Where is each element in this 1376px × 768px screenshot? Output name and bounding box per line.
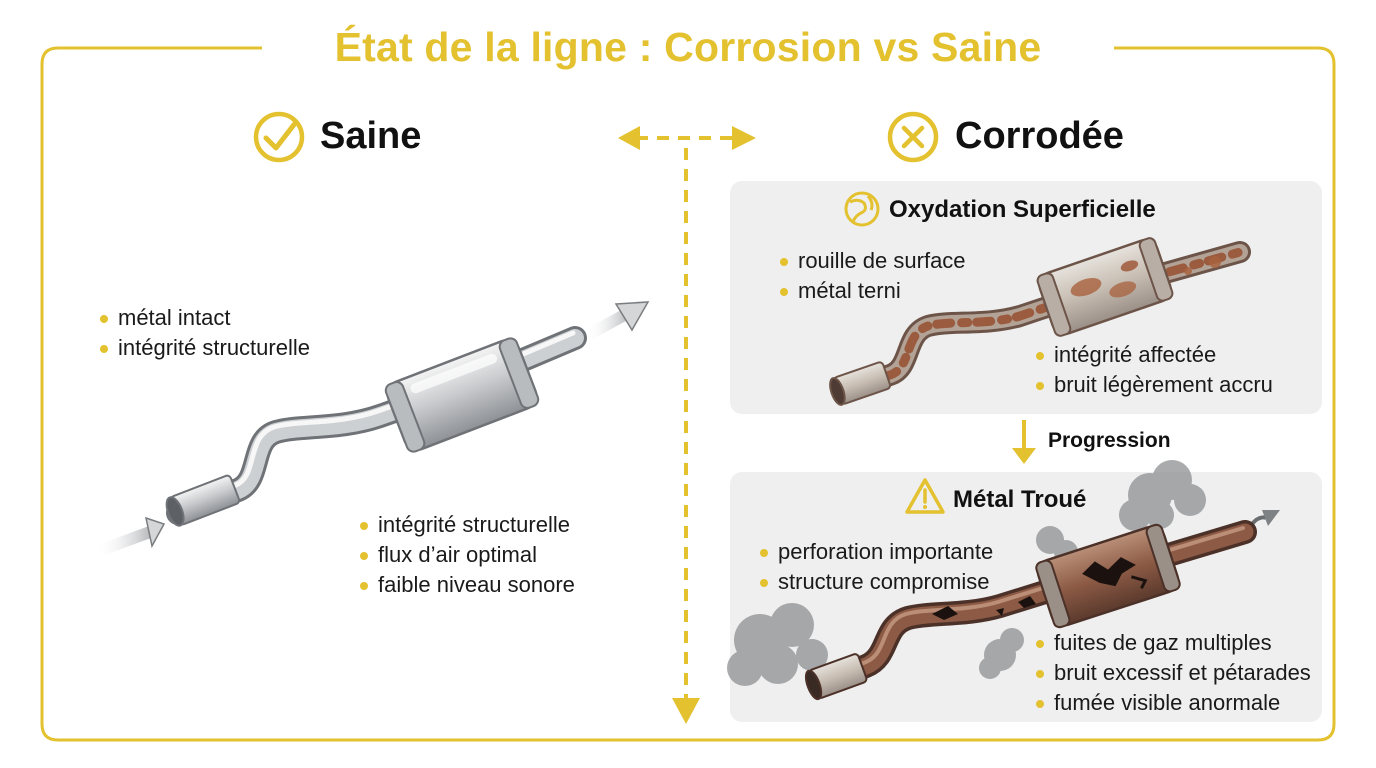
check-circle-icon: [253, 111, 305, 163]
holed-bullets-bottom: fuites de gaz multiples bruit excessif e…: [1034, 628, 1311, 718]
surface-oxidation-panel: [730, 181, 1322, 414]
holed-bullets-top: perforation importante structure comprom…: [758, 537, 993, 597]
corroded-heading: Corrodée: [955, 115, 1124, 157]
list-item: fuites de gaz multiples: [1034, 628, 1311, 658]
outer-frame: [40, 46, 1336, 742]
x-circle-icon: [887, 111, 939, 163]
list-item: structure compromise: [758, 567, 993, 597]
holed-exhaust-pipe: [727, 460, 1280, 701]
list-item: flux d’air optimal: [358, 540, 575, 570]
list-item: intégrité structurelle: [358, 510, 575, 540]
healthy-bullets-top: métal intact intégrité structurelle: [98, 303, 310, 363]
list-item: intégrité affectée: [1034, 340, 1273, 370]
healthy-heading: Saine: [320, 115, 422, 157]
list-item: perforation importante: [758, 537, 993, 567]
surface-bullets-top: rouille de surface métal terni: [778, 246, 966, 306]
list-item: bruit légèrement accru: [1034, 370, 1273, 400]
center-divider: [618, 126, 756, 724]
list-item: intégrité structurelle: [98, 333, 310, 363]
surface-bullets-bottom: intégrité affectée bruit légèrement accr…: [1034, 340, 1273, 400]
list-item: métal intact: [98, 303, 310, 333]
holed-heading: Métal Troué: [953, 486, 1087, 513]
surface-oxidized-exhaust-pipe: [829, 237, 1251, 406]
progression-arrow: [1012, 420, 1036, 464]
list-item: fumée visible anormale: [1034, 688, 1311, 718]
page-title: État de la ligne : Corrosion vs Saine: [334, 24, 1042, 70]
list-item: métal terni: [778, 276, 966, 306]
surface-heading: Oxydation Superficielle: [889, 196, 1156, 223]
warning-triangle-icon: [905, 478, 945, 514]
list-item: bruit excessif et pétarades: [1034, 658, 1311, 688]
list-item: faible niveau sonore: [358, 570, 575, 600]
rust-globe-icon: [844, 191, 880, 227]
progression-label: Progression: [1048, 429, 1171, 452]
healthy-exhaust-pipe: [90, 301, 650, 558]
list-item: rouille de surface: [778, 246, 966, 276]
healthy-bullets-bottom: intégrité structurelle flux d’air optima…: [358, 510, 575, 600]
